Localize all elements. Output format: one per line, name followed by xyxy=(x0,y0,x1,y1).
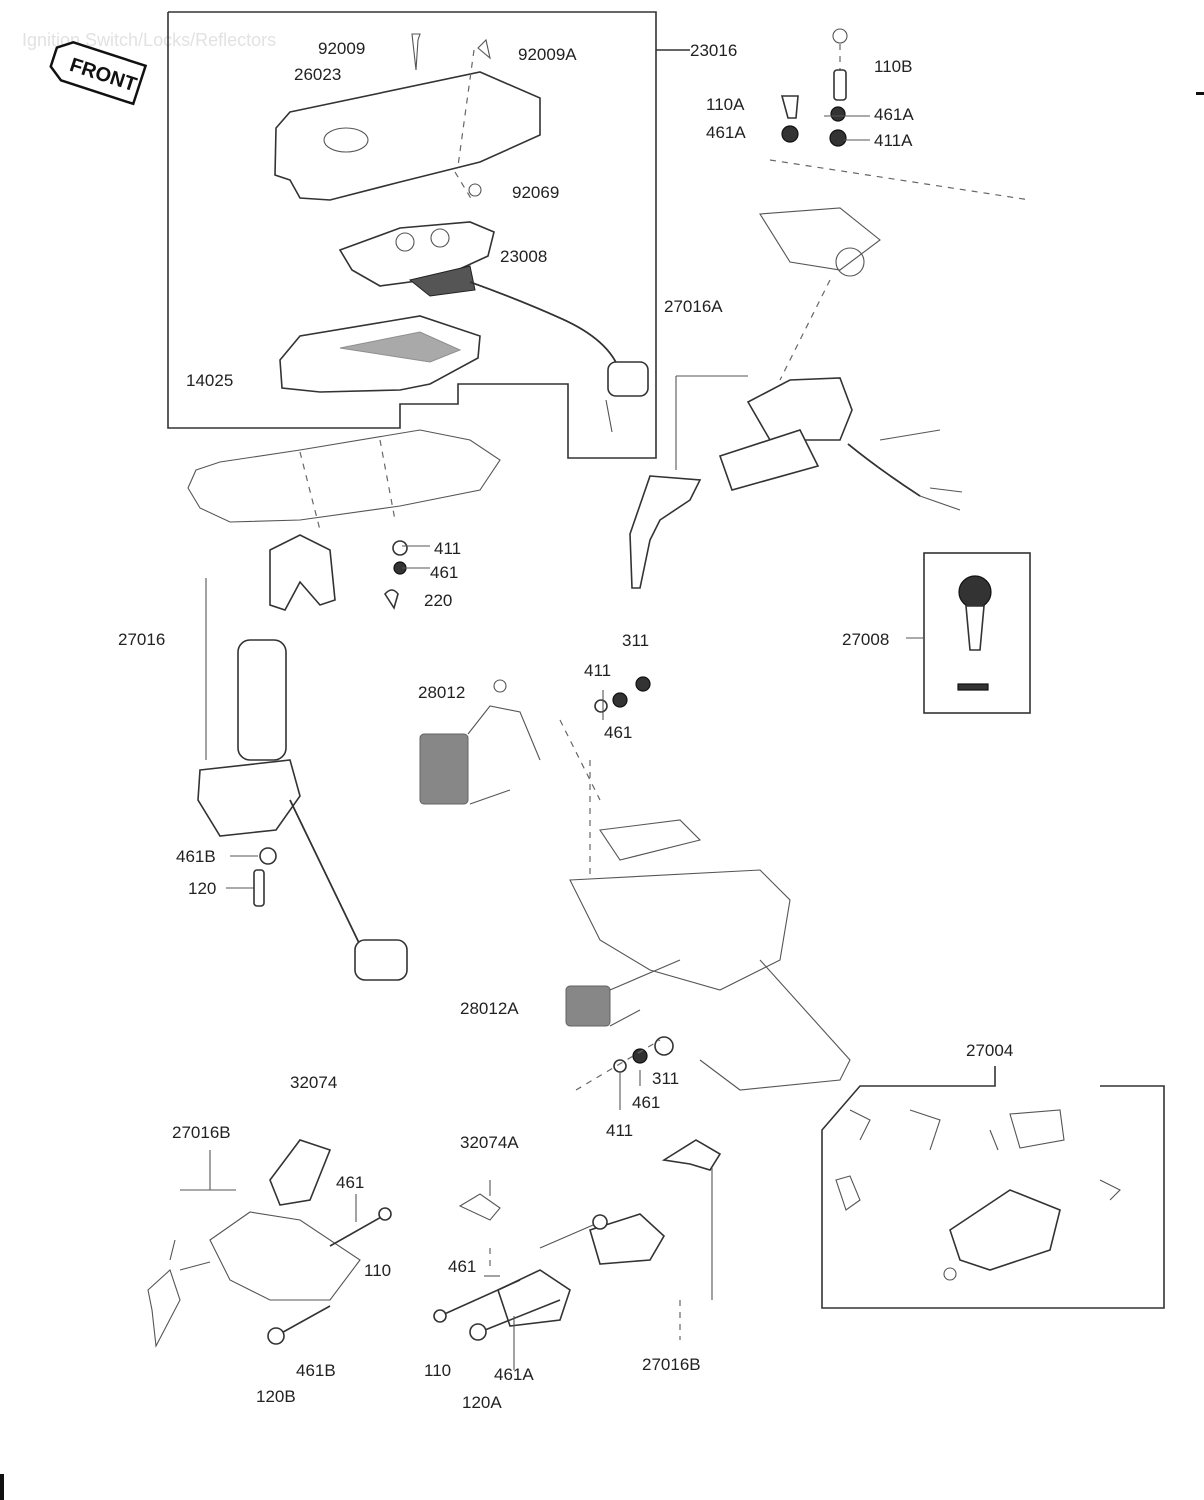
label-120B: 120B xyxy=(256,1387,296,1406)
label-110B: 110B xyxy=(874,57,912,76)
label-26023: 26023 xyxy=(294,65,341,84)
label-23016: 23016 xyxy=(690,41,737,60)
label-411-low: 411 xyxy=(606,1121,633,1140)
rear-fender-bracket xyxy=(569,819,851,1091)
label-461A-left: 461A xyxy=(706,123,746,142)
label-461-low: 461 xyxy=(632,1093,660,1112)
label-92009A: 92009A xyxy=(518,45,577,64)
fastener-group-mid xyxy=(384,540,408,610)
label-120A: 120A xyxy=(462,1393,502,1412)
label-461-bm: 461 xyxy=(448,1257,476,1276)
label-461B-left: 461B xyxy=(176,847,216,866)
label-411-mid: 411 xyxy=(434,539,461,558)
label-92069: 92069 xyxy=(512,183,559,202)
edge-mark-right xyxy=(1196,92,1204,95)
label-110-bm: 110 xyxy=(424,1361,451,1380)
label-461A-bm: 461A xyxy=(494,1365,534,1384)
label-411-small: 411 xyxy=(584,661,611,680)
label-120: 120 xyxy=(188,879,216,898)
label-461A-top: 461A xyxy=(874,105,914,124)
label-27016: 27016 xyxy=(118,630,165,649)
label-27016A: 27016A xyxy=(664,297,723,316)
label-27016B-low: 27016B xyxy=(642,1355,701,1374)
label-461-bl: 461 xyxy=(336,1173,364,1192)
label-32074: 32074 xyxy=(290,1073,337,1092)
label-27004: 27004 xyxy=(966,1041,1013,1060)
label-220: 220 xyxy=(424,591,452,610)
leader-lines xyxy=(355,115,870,1370)
label-32074A: 32074A xyxy=(460,1133,519,1152)
label-110-bl: 110 xyxy=(364,1261,391,1280)
ignition-switch-27016A xyxy=(629,207,963,589)
label-28012A: 28012A xyxy=(460,999,519,1018)
reflector-28012 xyxy=(419,676,651,880)
lock-27016B-assembly xyxy=(147,1139,392,1348)
label-311-top: 311 xyxy=(622,631,649,650)
bolt-461B-120 xyxy=(226,847,277,907)
label-14025: 14025 xyxy=(186,371,233,390)
label-27016B: 27016B xyxy=(172,1123,231,1142)
reflector-28012A xyxy=(565,959,681,1091)
edge-mark-left xyxy=(0,1474,4,1500)
label-411A: 411A xyxy=(874,131,913,150)
lock-set-27004 xyxy=(821,1066,1165,1309)
switch-cover-assembly xyxy=(167,11,690,459)
handlebar-bracket xyxy=(187,429,501,531)
label-23008: 23008 xyxy=(500,247,547,266)
label-461B-bl: 461B xyxy=(296,1361,336,1380)
label-461-small: 461 xyxy=(604,723,632,742)
label-110A: 110A xyxy=(706,95,745,114)
key-27016B xyxy=(661,1139,722,1340)
lock-32074A-assembly xyxy=(433,1180,666,1341)
label-461-mid: 461 xyxy=(430,563,458,582)
fastener-group-upper-right xyxy=(769,28,1031,201)
label-311-low: 311 xyxy=(652,1069,679,1088)
label-27008: 27008 xyxy=(842,630,889,649)
steering-lock-27016 xyxy=(197,534,408,981)
label-92009: 92009 xyxy=(318,39,365,58)
label-28012: 28012 xyxy=(418,683,465,702)
key-27008-box xyxy=(906,552,1031,714)
